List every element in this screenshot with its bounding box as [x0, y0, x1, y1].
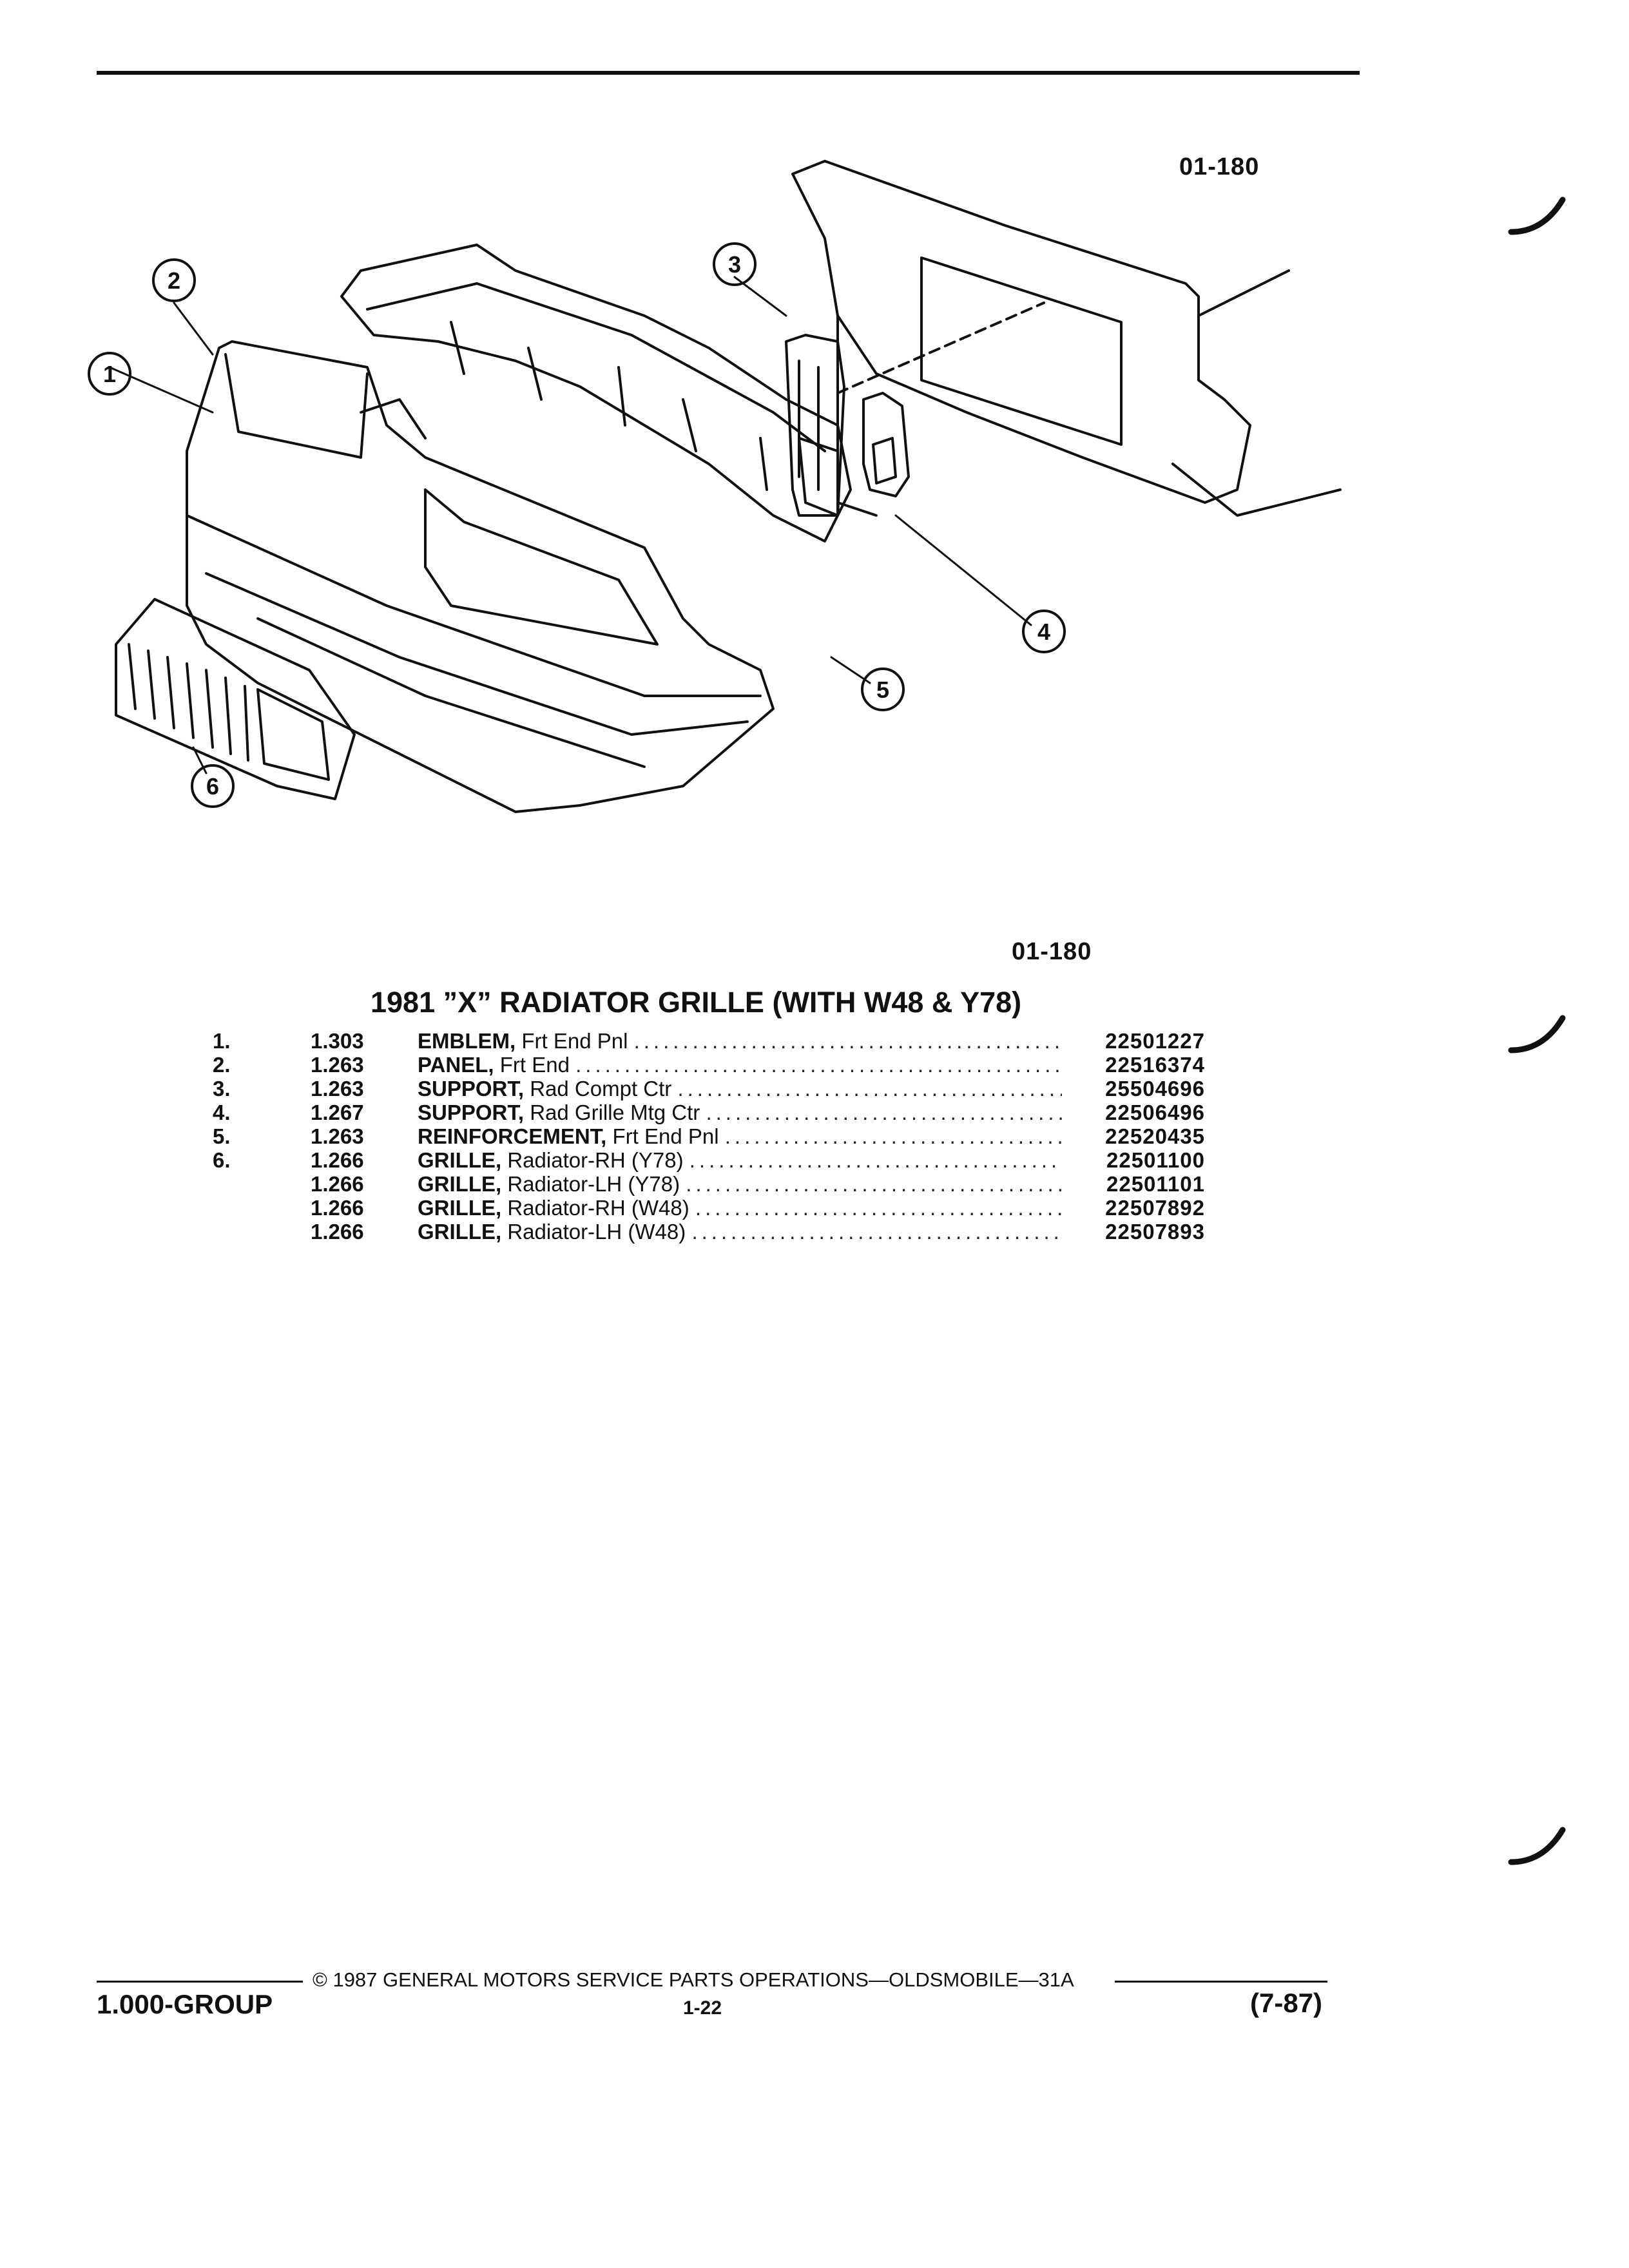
callout-leaders [108, 276, 1032, 774]
dot-leader: ........................................… [677, 1077, 1062, 1100]
part-description: GRILLE, Radiator-LH (Y78) ..............… [418, 1172, 1062, 1196]
part-name: GRILLE, [418, 1148, 502, 1172]
part-name: REINFORCEMENT, [418, 1124, 607, 1148]
footer-date: (7-87) [1250, 1988, 1323, 2018]
dot-leader: ........................................… [686, 1172, 1062, 1196]
binder-hole-mark [1508, 197, 1566, 235]
front-end-panel-drawing [186, 340, 775, 813]
part-description: EMBLEM, Frt End Pnl ....................… [418, 1029, 1062, 1053]
part-number: 22520435 [1105, 1124, 1205, 1148]
part-detail: Radiator-RH (W48) [507, 1196, 689, 1220]
footer-rule [97, 1981, 303, 1983]
catalog-group: 1.266 [311, 1172, 364, 1196]
dot-leader: ........................................… [706, 1100, 1062, 1124]
part-detail: Rad Grille Mtg Ctr [530, 1100, 700, 1124]
parts-row: 3. 1.263 SUPPORT, Rad Compt Ctr ........… [213, 1077, 1205, 1100]
dot-leader: ........................................… [689, 1148, 1062, 1172]
item-number: 3. [213, 1077, 231, 1100]
part-description: GRILLE, Radiator-LH (W48) ..............… [418, 1220, 1062, 1244]
grille-mounting-support-drawing [862, 392, 910, 497]
dot-leader: ........................................… [695, 1196, 1062, 1220]
part-description: GRILLE, Radiator-RH (W48) ..............… [418, 1196, 1062, 1220]
part-number: 22507892 [1105, 1196, 1205, 1220]
parts-row: 1.266 GRILLE, Radiator-LH (W48) ........… [213, 1220, 1205, 1244]
binder-hole-mark [1508, 1827, 1566, 1865]
callout-6: 6 [206, 773, 219, 800]
support-center-drawing [785, 334, 845, 517]
part-description: SUPPORT, Rad Grille Mtg Ctr ............… [418, 1100, 1062, 1125]
part-description: PANEL, Frt End .........................… [418, 1053, 1062, 1077]
callout-3: 3 [728, 251, 741, 278]
dot-leader: ........................................… [724, 1124, 1062, 1148]
item-number: 5. [213, 1124, 231, 1148]
callout-4: 4 [1037, 619, 1050, 645]
part-description: SUPPORT, Rad Compt Ctr .................… [418, 1077, 1062, 1101]
part-name: GRILLE, [418, 1196, 502, 1220]
part-number: 22506496 [1105, 1100, 1205, 1124]
part-number: 22516374 [1105, 1053, 1205, 1077]
part-number: 22501227 [1105, 1029, 1205, 1053]
part-name: SUPPORT, [418, 1077, 525, 1100]
parts-row: 2. 1.263 PANEL, Frt End ................… [213, 1053, 1205, 1077]
item-number: 4. [213, 1100, 231, 1124]
reinforcement-drawing [340, 244, 852, 543]
catalog-group: 1.267 [311, 1100, 364, 1124]
part-name: SUPPORT, [418, 1100, 525, 1124]
catalog-group: 1.266 [311, 1196, 364, 1220]
catalog-group: 1.263 [311, 1077, 364, 1100]
part-name: GRILLE, [418, 1220, 502, 1244]
parts-row: 5. 1.263 REINFORCEMENT, Frt End Pnl ....… [213, 1124, 1205, 1148]
figure-code-top: 01-180 [1179, 153, 1260, 180]
part-description: REINFORCEMENT, Frt End Pnl .............… [418, 1124, 1062, 1149]
part-name: PANEL, [418, 1053, 494, 1077]
top-rule [97, 71, 1360, 75]
radiator-support-drawing [791, 160, 1342, 517]
parts-row: 1. 1.303 EMBLEM, Frt End Pnl ...........… [213, 1029, 1205, 1053]
callout-circles [88, 242, 1066, 808]
section-title: 1981 ”X” RADIATOR GRILLE (WITH W48 & Y78… [371, 986, 1022, 1019]
footer-rule [1115, 1981, 1327, 1983]
grille-drawing [115, 598, 356, 800]
part-detail: Rad Compt Ctr [530, 1077, 672, 1100]
callout-5: 5 [876, 677, 889, 703]
catalog-group: 1.263 [311, 1053, 364, 1077]
part-number: 22501101 [1106, 1172, 1205, 1196]
footer-group: 1.000-GROUP [97, 1989, 273, 2019]
dot-leader: ........................................… [633, 1029, 1062, 1053]
part-number: 25504696 [1105, 1077, 1205, 1100]
part-detail: Radiator-RH (Y78) [507, 1148, 684, 1172]
part-number: 22507893 [1105, 1220, 1205, 1244]
item-number: 2. [213, 1053, 231, 1077]
item-number: 1. [213, 1029, 231, 1053]
part-detail: Frt End Pnl [612, 1124, 719, 1148]
item-number: 6. [213, 1148, 231, 1172]
catalog-group: 1.303 [311, 1029, 364, 1053]
catalog-group: 1.263 [311, 1124, 364, 1148]
catalog-group: 1.266 [311, 1148, 364, 1172]
part-detail: Radiator-LH (W48) [507, 1220, 686, 1244]
part-name: GRILLE, [418, 1172, 502, 1196]
parts-row: 1.266 GRILLE, Radiator-RH (W48) ........… [213, 1196, 1205, 1220]
callout-1: 1 [103, 361, 116, 387]
parts-row: 6. 1.266 GRILLE, Radiator-RH (Y78) .....… [213, 1148, 1205, 1172]
footer-copyright: © 1987 GENERAL MOTORS SERVICE PARTS OPER… [313, 1968, 1074, 1991]
parts-row: 1.266 GRILLE, Radiator-LH (Y78) ........… [213, 1172, 1205, 1196]
catalog-group: 1.266 [311, 1220, 364, 1244]
part-detail: Frt End Pnl [521, 1029, 628, 1053]
figure-code-bottom: 01-180 [1012, 938, 1092, 965]
parts-row: 4. 1.267 SUPPORT, Rad Grille Mtg Ctr ...… [213, 1100, 1205, 1124]
part-detail: Radiator-LH (Y78) [507, 1172, 680, 1196]
part-detail: Frt End [499, 1053, 570, 1077]
part-description: GRILLE, Radiator-RH (Y78) ..............… [418, 1148, 1062, 1173]
exploded-parts-illustration: 1 2 3 4 5 6 [64, 155, 1353, 876]
part-name: EMBLEM, [418, 1029, 516, 1053]
page-number: 1-22 [683, 1997, 722, 2019]
dot-leader: ........................................… [575, 1053, 1062, 1077]
callout-2: 2 [168, 267, 180, 294]
parts-list: 1. 1.303 EMBLEM, Frt End Pnl ...........… [213, 1029, 1205, 1244]
part-number: 22501100 [1106, 1148, 1205, 1172]
dot-leader: ........................................… [691, 1220, 1062, 1244]
binder-hole-mark [1508, 1015, 1566, 1053]
